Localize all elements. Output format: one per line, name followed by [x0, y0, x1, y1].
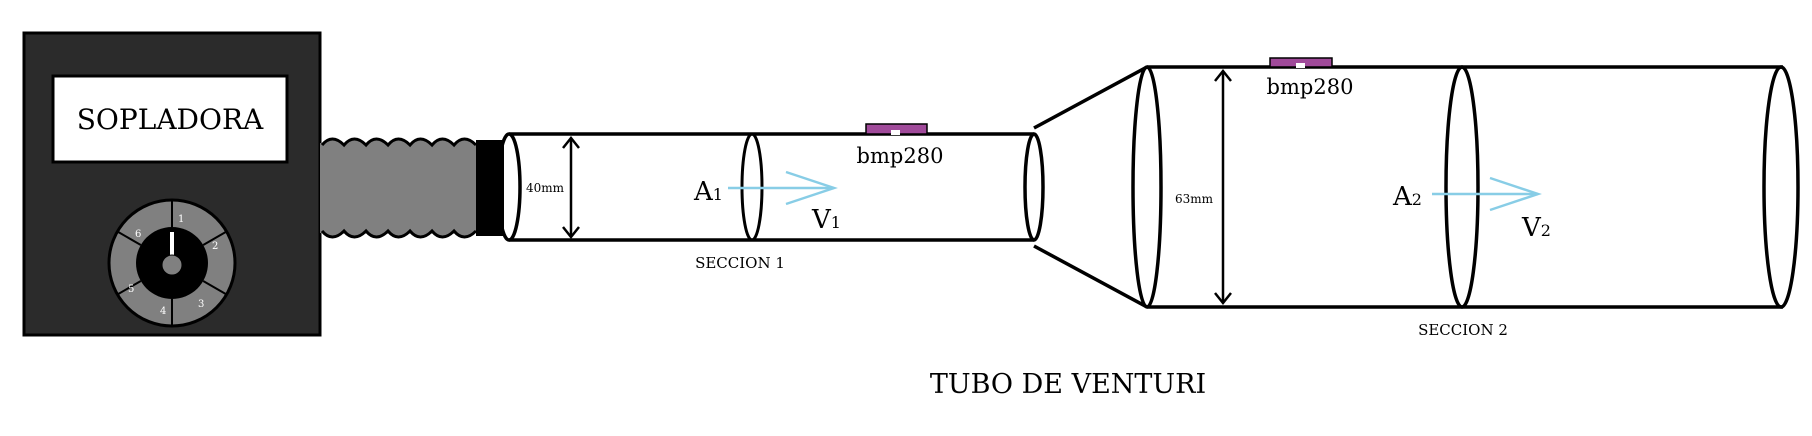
section1-inlet-ellipse — [496, 132, 522, 242]
dial-number: 3 — [198, 299, 204, 310]
section2-velocity-label: V2 — [1521, 213, 1551, 243]
section2-inlet-ellipse — [1131, 65, 1163, 309]
dial-needle — [170, 232, 174, 263]
section1-diameter-label: 40mm — [526, 181, 565, 195]
dial-number: 4 — [160, 306, 166, 317]
diagram-title: TUBO DE VENTURI — [930, 369, 1206, 400]
section1-sensor-pin — [891, 130, 900, 135]
section2-tube — [1131, 65, 1800, 309]
section1-label: SECCION 1 — [695, 254, 785, 272]
section2-area-ellipse — [1444, 65, 1480, 309]
section1-diameter-arrow — [562, 135, 580, 240]
section1-tube — [496, 132, 1045, 242]
section1-flow-arrow — [728, 170, 838, 206]
section2-area-label: A2 — [1392, 182, 1422, 212]
blower-label-box — [51, 74, 289, 164]
hose-body — [320, 143, 476, 233]
section1-velocity-label: V1 — [811, 205, 841, 235]
diffuser-cone — [1033, 65, 1148, 309]
dial-number: 2 — [212, 241, 218, 252]
section2-diameter-label: 63mm — [1175, 192, 1214, 206]
blower: SOPLADORA 1 2 3 4 5 6 — [22, 31, 322, 337]
section1-sensor-label: bmp280 — [857, 144, 944, 168]
dial-number: 5 — [128, 284, 134, 295]
section2-sensor-label: bmp280 — [1267, 75, 1354, 99]
hose — [320, 137, 504, 239]
section1-area-label: A1 — [693, 177, 723, 207]
section2-sensor-pin — [1296, 63, 1305, 68]
section2-outlet-ellipse — [1762, 65, 1800, 309]
speed-dial: 1 2 3 4 5 6 — [107, 198, 237, 328]
dial-number: 1 — [178, 214, 184, 225]
hose-corrugations — [320, 137, 478, 239]
section2-label: SECCION 2 — [1418, 321, 1508, 339]
section2-flow-arrow — [1432, 176, 1542, 212]
section1-outlet-ellipse — [1023, 132, 1045, 242]
blower-label: SOPLADORA — [77, 103, 264, 136]
dial-number: 6 — [135, 229, 141, 240]
section2-diameter-arrow — [1214, 68, 1232, 306]
dial-knob — [161, 254, 183, 276]
dial-ticks — [116, 200, 228, 326]
